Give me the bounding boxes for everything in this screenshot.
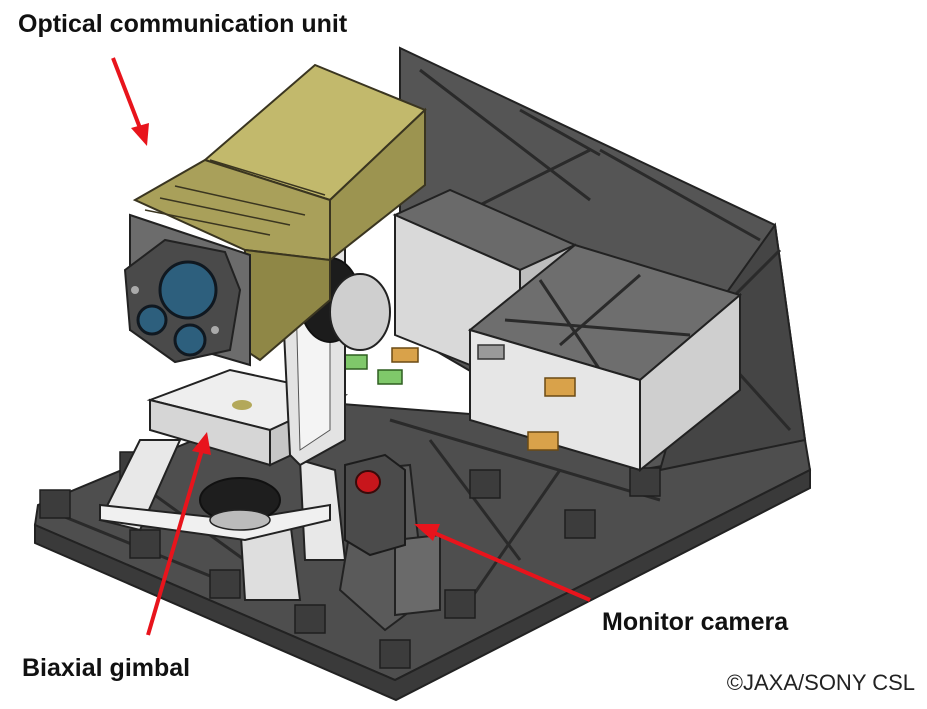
arrow-optical-unit [111,57,149,146]
mount-lug [294,604,326,634]
optical-communication-unit [123,63,427,367]
connector [527,431,559,451]
camera-body [344,453,406,557]
mount-lug [564,509,596,539]
arrow-biaxial-gimbal [146,432,211,636]
mount-lug [469,469,501,499]
copyright-credit: ©JAXA/SONY CSL [726,670,915,695]
optical-lens-main [158,260,218,320]
mount-lug [129,529,161,559]
arrow-monitor-camera [414,524,591,602]
mount-lug [444,589,476,619]
electronics-boxes [344,188,743,473]
mount-lug [379,639,411,669]
optical-lens-small [173,323,207,357]
base-plate-rim [34,468,811,702]
mount-lug [209,569,241,599]
callout-arrows [111,57,591,636]
mount-lug [629,467,661,497]
biaxial-gimbal-label: Biaxial gimbal [22,654,191,682]
optical-communication-unit-label: Optical communication unit [18,10,348,38]
connector [544,377,576,397]
connector [377,369,403,385]
camera-lens [355,470,381,494]
mount-lug [39,489,71,519]
connector [391,347,419,363]
monitor-camera-label: Monitor camera [602,608,789,636]
connector [344,354,368,370]
connector [477,344,505,360]
electronics-box-side [639,292,741,473]
monitor-camera-assembly [338,453,441,632]
optical-lens-small [136,304,168,336]
